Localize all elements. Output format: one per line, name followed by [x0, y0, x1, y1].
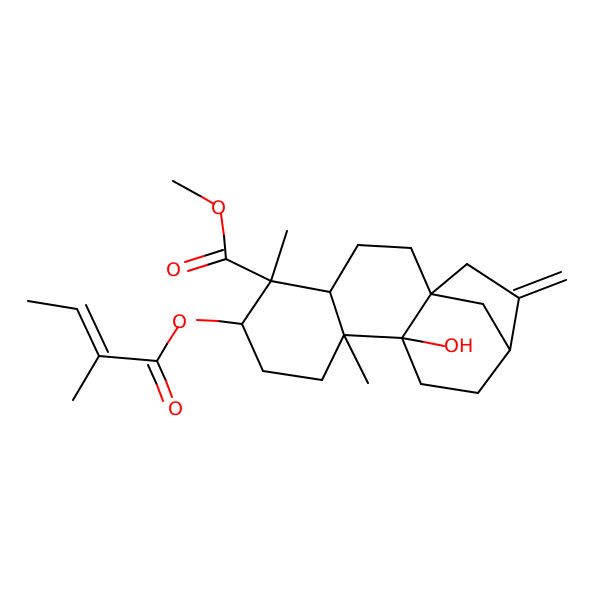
bond-c4-c5	[270, 280, 331, 293]
bond-c9-oh-a	[401, 337, 425, 343]
bond-calpha-cbeta-1	[76, 308, 100, 357]
bond-c-eq-o-2a	[203, 249, 224, 257]
hydroxyl-label: OH	[444, 335, 473, 357]
bond-c6-c7	[357, 244, 412, 249]
bond-c4-c3	[241, 280, 272, 325]
bond-carbonylc-c4	[225, 258, 272, 282]
bond-methyl-ome	[172, 180, 203, 198]
bond-c12-c13	[477, 349, 511, 394]
bond-cbeta-methyl	[27, 300, 78, 310]
bond-esterc-o-dbl2b	[156, 384, 164, 402]
bond-o-carbonylc-b	[223, 235, 227, 260]
bond-c3-o-a	[217, 320, 243, 325]
bond-esterc-o-dbl1b	[165, 380, 173, 398]
bond-c8-c15	[430, 263, 468, 295]
bond-esterc-o-dbl1a	[156, 360, 167, 382]
bond-c2-c1	[262, 370, 323, 381]
bond-o-esterc-b	[156, 343, 168, 362]
bond-o-carbonylc	[220, 213, 225, 237]
bond-c16-c13	[509, 297, 520, 351]
bond-calpha-methyl	[72, 355, 100, 401]
bond-c9-oh-b	[423, 341, 445, 347]
bond-esterc-calpha	[98, 355, 158, 362]
bond-c10-methyl	[343, 334, 369, 384]
bond-c-eq-o-1a	[206, 258, 227, 266]
bond-o-esterc-a	[166, 326, 179, 345]
bond-c8-c14	[430, 293, 484, 305]
bond-c8-c9	[401, 293, 432, 339]
bond-ome-o	[201, 196, 215, 205]
bond-c16-ch2-2	[513, 271, 562, 291]
oxygen-label-angelate-ester: O	[172, 311, 187, 333]
bond-c14-c13	[482, 303, 511, 351]
bond-c7-c8	[410, 247, 432, 295]
bond-c9-c11	[401, 337, 422, 385]
bond-c9-c10	[343, 334, 403, 339]
bond-c1-c10	[321, 334, 345, 381]
bond-c-eq-o-1b	[187, 264, 208, 272]
oxygen-label-ester-carbonyl: O	[166, 259, 181, 281]
bond-c5-c6	[329, 244, 359, 293]
bond-c3-o-b	[196, 319, 219, 322]
bond-c16-ch2-1	[518, 279, 567, 299]
bond-c4-methyl	[270, 230, 288, 282]
bond-c15-c16	[466, 263, 520, 299]
bond-c3-c2	[241, 323, 264, 372]
bond-c10-c5	[329, 291, 345, 336]
bond-esterc-o-dbl2a	[147, 364, 158, 386]
oxygen-label-methoxy: O	[211, 197, 226, 219]
oxygen-label-angelate-carbonyl: O	[168, 398, 183, 420]
bond-calpha-cbeta-2	[85, 304, 109, 353]
bond-c-eq-o-2b	[184, 255, 205, 263]
bond-c11-c12	[420, 383, 479, 394]
